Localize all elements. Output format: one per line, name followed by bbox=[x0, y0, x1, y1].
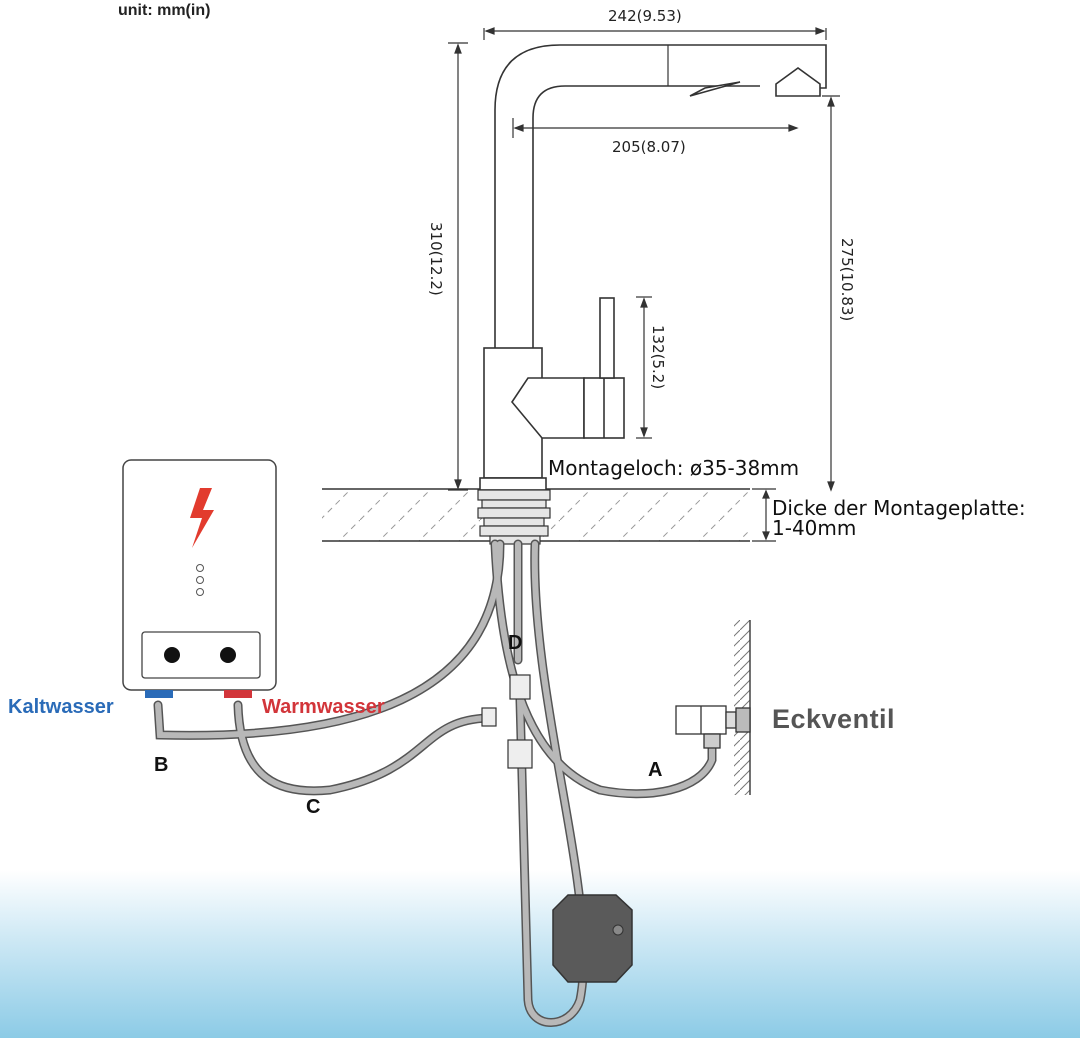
mounting-nut bbox=[477, 489, 551, 545]
warm-water-label: Warmwasser bbox=[262, 696, 385, 718]
dimension-lines bbox=[448, 27, 840, 542]
hose-label-b: B bbox=[154, 754, 169, 776]
hose-label-d: D bbox=[508, 632, 523, 654]
mounting-hole-label: Montageloch: ø35-38mm bbox=[548, 456, 800, 480]
plate-thickness-label: Dicke der Montageplatte: bbox=[772, 496, 1026, 520]
height-total-label: 310(12.2) bbox=[427, 222, 445, 296]
unit-label: unit: mm(in) bbox=[118, 2, 211, 19]
cold-water-label: Kaltwasser bbox=[8, 696, 114, 718]
width-spout-label: 205(8.07) bbox=[612, 138, 686, 156]
background-gradient bbox=[0, 870, 1080, 1038]
height-spout-label: 275(10.83) bbox=[838, 238, 856, 322]
water-heater bbox=[122, 459, 277, 698]
plate-thickness-value: 1-40mm bbox=[772, 516, 857, 540]
width-total-label: 242(9.53) bbox=[608, 7, 682, 25]
hose-connector bbox=[481, 674, 533, 769]
corner-valve-label: Eckventil bbox=[772, 704, 896, 734]
lightning-bolt-icon bbox=[190, 488, 214, 548]
hose-label-a: A bbox=[648, 759, 663, 781]
faucet bbox=[479, 44, 827, 491]
hose-label-c: C bbox=[306, 796, 321, 818]
hose-weight bbox=[552, 894, 633, 983]
corner-valve bbox=[675, 705, 751, 749]
handle-height-label: 132(5.2) bbox=[649, 325, 667, 390]
